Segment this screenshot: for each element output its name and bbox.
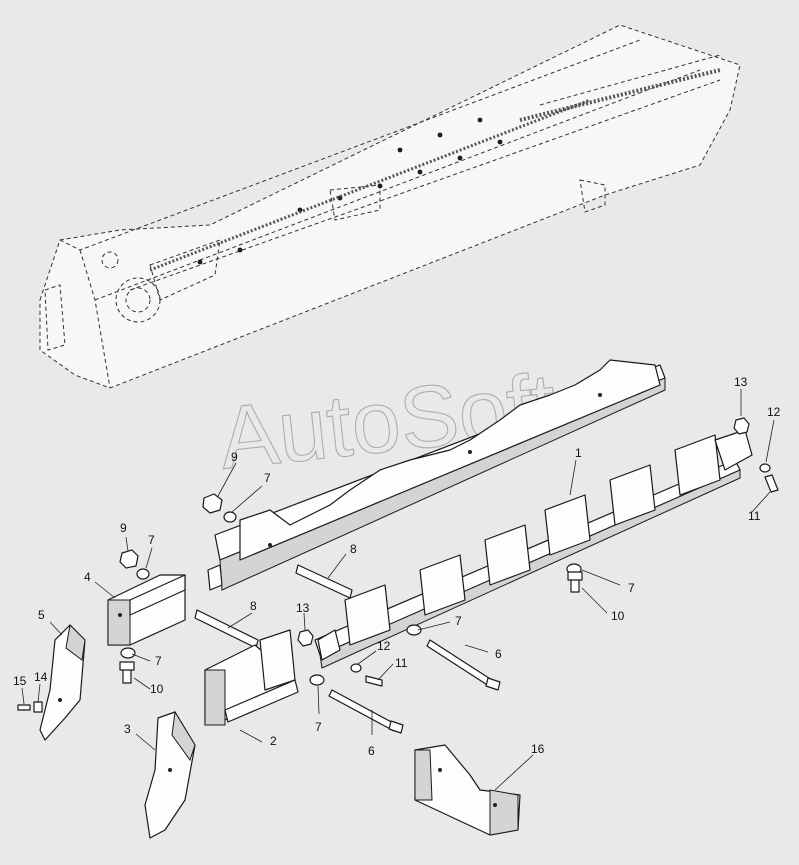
callout-10-right: 10 [611, 609, 625, 623]
callout-7-left: 7 [148, 533, 155, 547]
main-rail-assembly [314, 429, 753, 669]
fasteners [17, 417, 779, 734]
callout-9-lower: 9 [120, 521, 127, 535]
callout-10-left: 10 [150, 682, 164, 696]
callout-labels: 1 2 3 4 5 6 6 7 7 7 7 7 7 8 8 9 9 10 10 … [13, 375, 781, 758]
callout-4: 4 [84, 570, 91, 584]
upper-guide-rail [207, 359, 666, 591]
bracket-part-16 [414, 744, 521, 836]
callout-13-right: 13 [734, 375, 748, 389]
callout-6-upper: 6 [495, 647, 502, 661]
callout-8-upper: 8 [350, 542, 357, 556]
bracket-part-2 [204, 629, 299, 726]
callout-13-mid: 13 [296, 601, 310, 615]
callout-7-bracket: 7 [155, 654, 162, 668]
callout-7-lower: 7 [315, 720, 322, 734]
callout-6-lower: 6 [368, 744, 375, 758]
callout-15: 15 [13, 674, 27, 688]
callout-3: 3 [124, 722, 131, 736]
callout-11-right: 11 [748, 509, 761, 523]
callout-1: 1 [575, 446, 582, 460]
callout-9-upper: 9 [231, 450, 238, 464]
callout-12-mid: 12 [377, 639, 391, 653]
callout-7-right: 7 [628, 581, 635, 595]
callout-8-lower: 8 [250, 599, 257, 613]
callout-7-mid: 7 [455, 614, 462, 628]
side-plate-part-3 [144, 710, 196, 839]
side-plate-part-5 [39, 623, 86, 741]
callout-5: 5 [38, 608, 45, 622]
callout-7-upper: 7 [264, 471, 271, 485]
leader-lines [21, 389, 775, 791]
callout-12-right: 12 [767, 405, 781, 419]
callout-16: 16 [531, 742, 545, 756]
callout-14: 14 [34, 670, 48, 684]
callout-11-mid: 11 [395, 656, 408, 670]
callout-2: 2 [270, 734, 277, 748]
header-frame [39, 24, 741, 389]
bracket-part-4 [107, 574, 186, 646]
